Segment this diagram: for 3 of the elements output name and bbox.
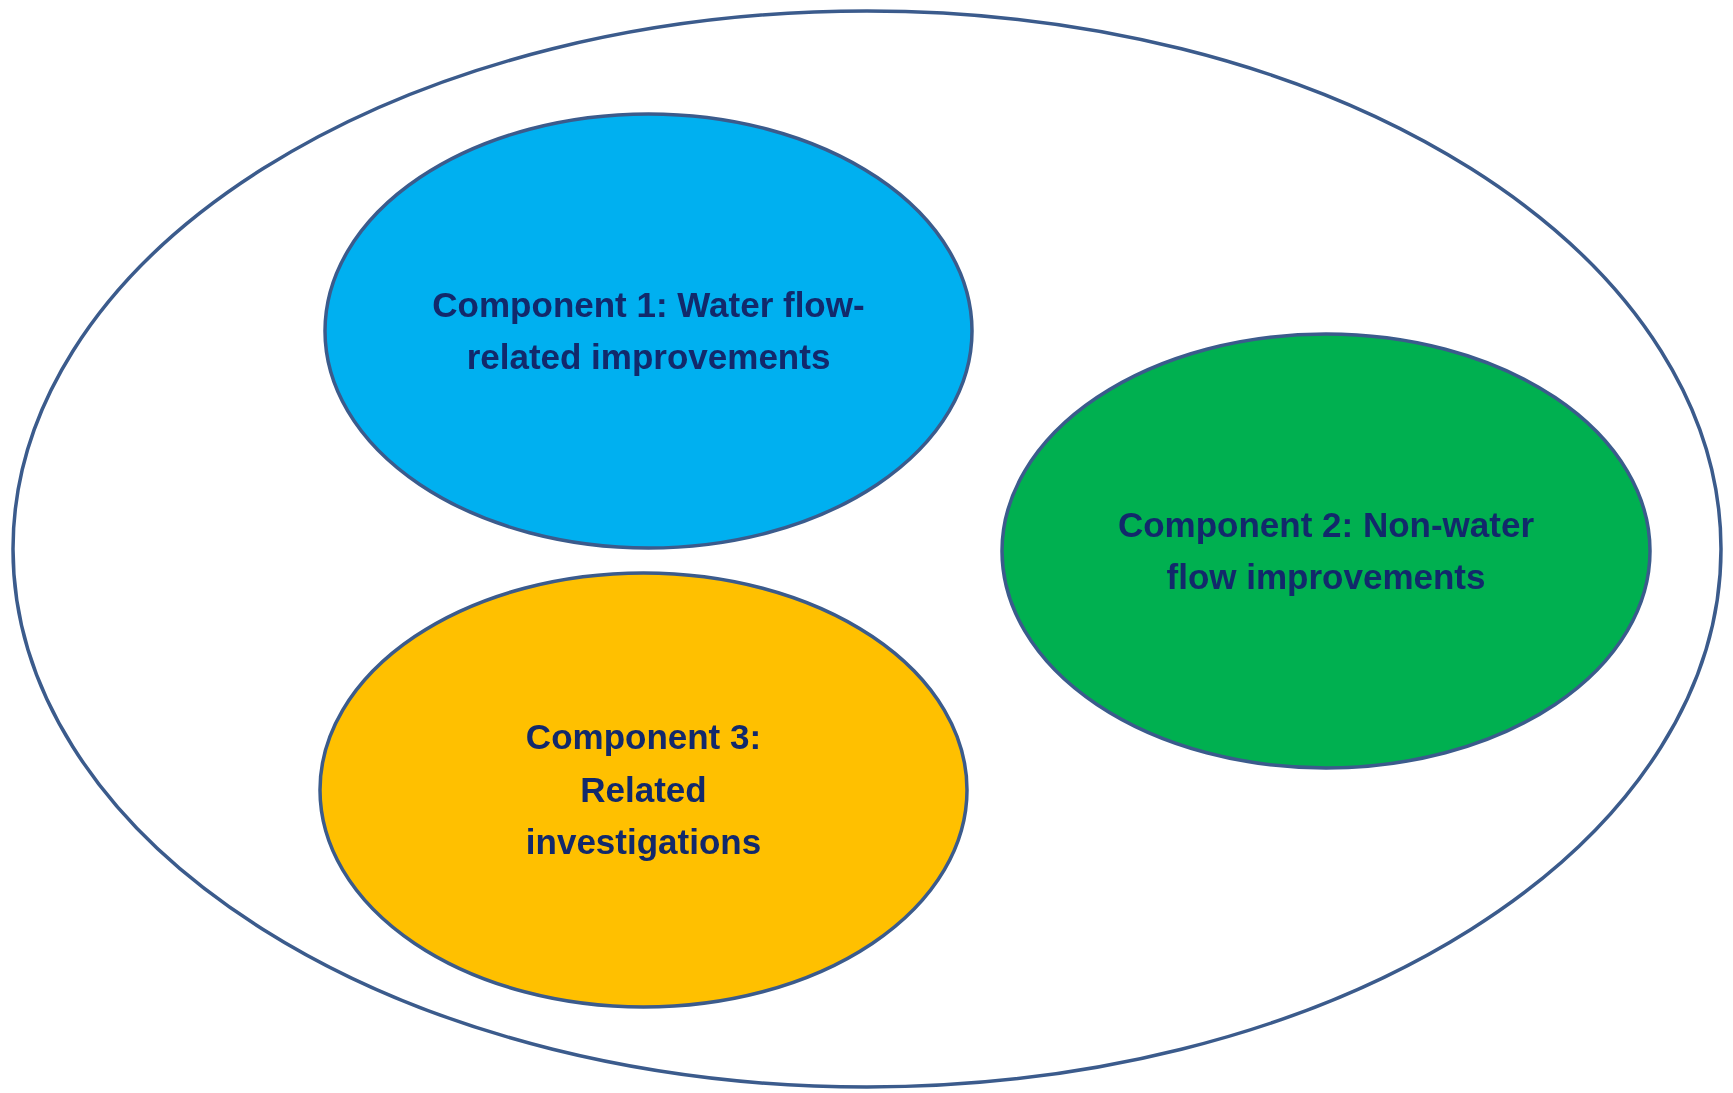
component-label: Component 2: Non-water flow improvements bbox=[1116, 503, 1536, 598]
component-label: Component 1: Water flow-related improvements bbox=[431, 283, 866, 378]
component-label: Component 3: Related investigations bbox=[524, 716, 763, 864]
